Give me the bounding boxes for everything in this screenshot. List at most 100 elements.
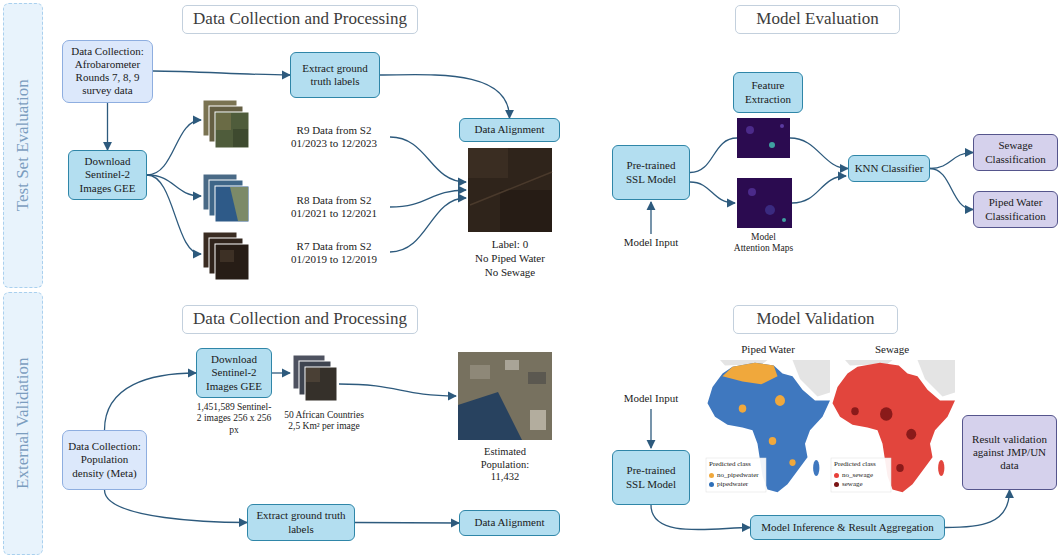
map-region <box>851 407 859 415</box>
attention-spot <box>746 126 754 134</box>
legend-text: no_sewage <box>842 471 873 479</box>
connector <box>153 71 290 75</box>
output-box: Sewage Classification <box>973 134 1058 171</box>
attention-spot <box>782 218 786 222</box>
map-region <box>723 363 778 385</box>
process-box: Extract ground truth labels <box>247 504 355 541</box>
flow-line <box>390 190 466 207</box>
text-label: R7 Data from S2 01/2019 to 12/2019 <box>280 240 388 266</box>
map-region <box>775 395 785 406</box>
text-label: No Piped Water <box>460 252 560 265</box>
node-text: Data Alignment <box>475 516 545 529</box>
output-box: Result validation against JMP/UN data <box>962 415 1057 490</box>
building <box>470 365 490 379</box>
node-text: Pre-trained SSL Model <box>618 159 684 185</box>
map-region <box>880 407 893 421</box>
legend-text: pipedwater <box>717 480 748 488</box>
legend-item: no_sewage <box>834 471 873 479</box>
text-label: Sewage <box>842 343 942 356</box>
flow-line <box>147 175 201 254</box>
flow-line <box>390 198 466 252</box>
process-box: Model Inference & Result Aggregation <box>750 515 945 540</box>
text-label: Model Input <box>607 236 695 249</box>
africa-shape <box>833 363 956 493</box>
madagascar <box>813 460 819 476</box>
attention-image <box>737 178 792 228</box>
legend-box <box>831 458 891 492</box>
section-header: Model Validation <box>733 305 898 334</box>
attention-spot <box>748 188 756 196</box>
legend-swatch <box>709 473 714 478</box>
connector <box>945 490 1010 528</box>
section-header: Data Collection and Processing <box>182 305 418 334</box>
text-label: R8 Data from S2 01/2021 to 12/2021 <box>280 194 388 220</box>
flow-line <box>792 176 846 203</box>
node-text: Sewage Classification <box>979 139 1052 165</box>
building <box>505 360 519 370</box>
satellite-image <box>215 112 249 148</box>
building <box>528 372 546 384</box>
section-header: Data Collection and Processing <box>182 5 418 34</box>
text-label: Piped Water <box>718 343 818 356</box>
satellite-image <box>215 244 249 280</box>
band-title: External Validation <box>13 358 33 489</box>
section-band: External Validation <box>3 292 43 555</box>
legend-swatch <box>834 473 839 478</box>
attention-map <box>737 178 792 228</box>
node-text: Data Collection: Afrobarometer Rounds 7,… <box>67 45 148 98</box>
process-box: Data Alignment <box>459 510 560 536</box>
satellite-stack <box>203 100 249 148</box>
node-text: Result validation against JMP/UN data <box>968 433 1051 473</box>
legend-text: no_pipedwater <box>717 471 759 479</box>
legend-box <box>706 458 766 492</box>
text-label: Label: 0 <box>460 238 560 251</box>
node-text: Download Sentinel-2 Images GEE <box>202 353 266 393</box>
text-label: Model Attention Maps <box>733 232 794 255</box>
satellite-image-large <box>468 148 552 232</box>
process-box: Pre-trained SSL Model <box>612 145 690 200</box>
input-arrow <box>650 202 651 234</box>
satellite-stack <box>293 355 337 401</box>
connector <box>105 373 197 430</box>
image-patch <box>230 187 248 221</box>
image-patch <box>233 129 248 147</box>
section-band: Test Set Evaluation <box>3 3 43 288</box>
image-patch <box>216 113 231 130</box>
text-label: Predicted class <box>834 460 890 468</box>
process-box: Download Sentinel-2 Images GEE <box>68 150 147 200</box>
process-box: KNN Classifier <box>848 155 930 182</box>
attention-spot <box>765 205 775 215</box>
node-text: KNN Classifier <box>855 162 924 175</box>
attention-spot <box>769 142 775 148</box>
attention-map <box>737 118 790 158</box>
process-box: Extract ground truth labels <box>290 52 380 98</box>
map-region <box>896 464 904 472</box>
flow-line <box>339 384 456 396</box>
image-track <box>470 172 552 205</box>
flow-line <box>690 182 735 203</box>
satellite-stack <box>203 174 249 222</box>
legend-item: no_pipedwater <box>709 471 759 479</box>
process-box: Data Alignment <box>459 118 560 142</box>
node-text: Piped Water Classification <box>979 196 1052 222</box>
node-text: Model Inference & Result Aggregation <box>761 521 933 534</box>
attention-spot <box>780 124 784 128</box>
process-box: Feature Extraction <box>733 72 803 113</box>
image-patch <box>220 250 234 262</box>
source-box: Data Collection: Afrobarometer Rounds 7,… <box>62 40 153 103</box>
node-text: Extract ground truth labels <box>253 509 349 535</box>
text-label: No Sewage <box>460 266 560 279</box>
legend-text: sewage <box>842 480 863 488</box>
node-text: Data Collection: Population density (Met… <box>67 440 142 480</box>
madagascar <box>938 460 944 476</box>
section-header: Model Evaluation <box>735 5 900 34</box>
satellite-image <box>305 367 337 401</box>
process-box: Pre-trained SSL Model <box>612 450 690 505</box>
text-label: 1,451,589 Sentinel-2 images 256 x 256 px <box>196 402 272 436</box>
input-arrow <box>650 409 651 448</box>
output-box: Piped Water Classification <box>973 191 1058 228</box>
node-text: Model Validation <box>756 309 874 329</box>
text-label: Estimated Population: 11,432 <box>475 446 535 484</box>
text-label: Model Input <box>607 392 695 405</box>
